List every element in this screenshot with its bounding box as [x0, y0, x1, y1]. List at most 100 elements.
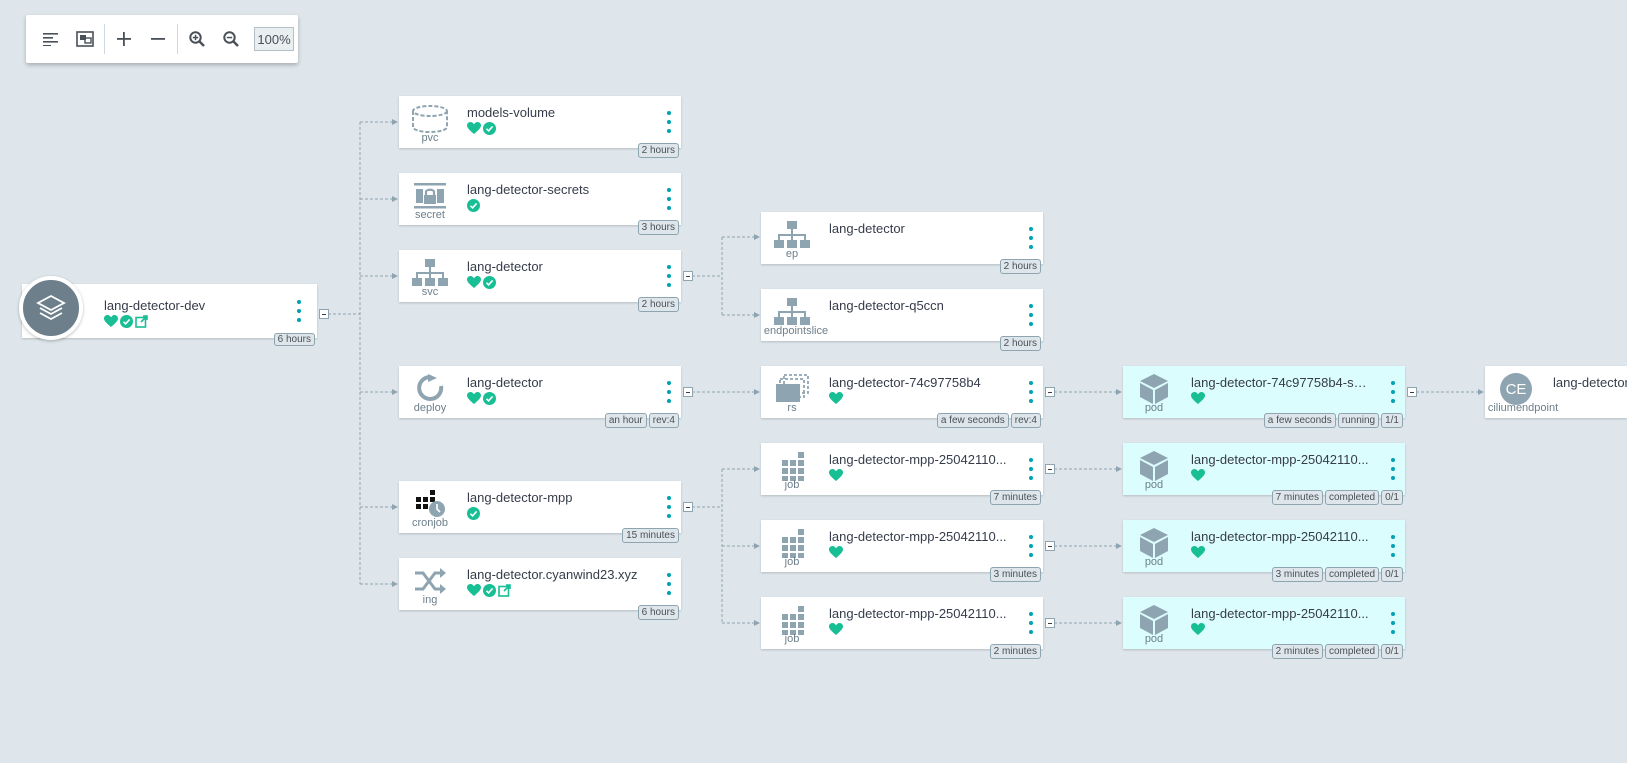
heart-icon [829, 392, 843, 404]
app-menu-button[interactable] [293, 300, 305, 322]
fit-screen-button[interactable] [68, 22, 102, 56]
resource-status [467, 392, 496, 405]
resource-menu-button[interactable] [1387, 381, 1399, 403]
resource-name: lang-detector-mpp-25042110... [829, 452, 1007, 467]
heart-icon [104, 315, 118, 327]
expand-button[interactable] [107, 22, 141, 56]
resource-menu-button[interactable] [663, 188, 675, 210]
resource-node-ep[interactable]: ep lang-detector 2 hours [761, 212, 1043, 274]
job-collapse-toggle[interactable] [1045, 464, 1055, 474]
job-collapse-toggle[interactable] [1045, 541, 1055, 551]
deploy-collapse-toggle[interactable] [683, 387, 693, 397]
resource-node-job[interactable]: job lang-detector-mpp-25042110... 7 minu… [761, 443, 1043, 505]
resource-menu-button[interactable] [1025, 612, 1037, 634]
resource-node-ing[interactable]: ing lang-detector.cyanwind23.xyz 6 hours [399, 558, 681, 620]
application-node[interactable]: lang-detector-dev 6 hours [19, 276, 317, 346]
resource-node-rs[interactable]: rs lang-detector-74c97758b4 a few second… [761, 366, 1043, 428]
resource-menu-button[interactable] [1387, 458, 1399, 480]
secret-icon [407, 179, 453, 213]
app-collapse-toggle[interactable] [319, 309, 329, 319]
resource-kind: pvc [421, 132, 439, 144]
zoom-out-button[interactable] [214, 22, 248, 56]
resource-node-pod[interactable]: pod lang-detector-mpp-25042110... 7 minu… [1123, 443, 1405, 505]
job-collapse-toggle[interactable] [1045, 618, 1055, 628]
resource-menu-button[interactable] [663, 265, 675, 287]
job-icon [769, 449, 815, 483]
resource-node-endpointslice[interactable]: endpointslice lang-detector-q5ccn 2 hour… [761, 289, 1043, 351]
resource-menu-button[interactable] [1025, 381, 1037, 403]
resource-tags: 15 minutes [622, 528, 679, 543]
heart-icon [1191, 469, 1205, 481]
resource-menu-button[interactable] [663, 111, 675, 133]
resource-status [1191, 392, 1205, 405]
pod-icon [1131, 372, 1177, 406]
check-icon [467, 199, 480, 212]
resource-status [1191, 469, 1205, 482]
replicaset-icon [769, 372, 815, 406]
resource-status [1191, 623, 1205, 636]
resource-node-cronjob[interactable]: cronjob lang-detector-mpp 15 minutes [399, 481, 681, 543]
collapse-button[interactable] [141, 22, 175, 56]
zoom-out-icon [223, 31, 239, 47]
app-icon-circle [19, 276, 83, 340]
resource-kind: cronjob [411, 517, 449, 529]
resource-node-pvc[interactable]: pvc models-volume 2 hours [399, 96, 681, 158]
layers-icon [36, 294, 66, 321]
heart-icon [467, 392, 481, 404]
resource-menu-button[interactable] [1387, 535, 1399, 557]
resource-menu-button[interactable] [1387, 612, 1399, 634]
resource-node-pod[interactable]: pod lang-detector-74c97758b4-s9... a few… [1123, 366, 1405, 428]
resource-kind: rs [787, 402, 797, 414]
resource-menu-button[interactable] [1025, 227, 1037, 249]
resource-menu-button[interactable] [663, 381, 675, 403]
resource-kind: ciliumendpoint [1487, 402, 1559, 414]
resource-status [467, 507, 480, 520]
zoom-level-display[interactable]: 100% [254, 27, 294, 51]
external-link-icon[interactable] [498, 584, 511, 597]
resource-name: lang-detector-74c97758b4 [829, 375, 981, 390]
resource-kind: endpointslice [763, 325, 829, 337]
zoom-in-button[interactable] [180, 22, 214, 56]
resource-menu-button[interactable] [1025, 535, 1037, 557]
cronjob-collapse-toggle[interactable] [683, 502, 693, 512]
resource-tags: 2 hours [999, 259, 1041, 274]
svc-collapse-toggle[interactable] [683, 271, 693, 281]
resource-name: lang-detector.cyanwind23.xyz [467, 567, 638, 582]
resource-node-svc[interactable]: svc lang-detector 2 hours [399, 250, 681, 312]
heart-icon [1191, 546, 1205, 558]
resource-tags: 2 hours [637, 297, 679, 312]
resource-node-ciliumendpoint[interactable]: CE ciliumendpoint lang-detector [1485, 366, 1627, 418]
pod-collapse-toggle[interactable] [1407, 387, 1417, 397]
resource-menu-button[interactable] [663, 573, 675, 595]
resource-kind: pod [1144, 556, 1164, 568]
service-icon [407, 256, 453, 290]
resource-kind: ep [785, 248, 799, 260]
resource-name: lang-detector-mpp-25042110... [829, 529, 1007, 544]
resource-status [829, 392, 843, 405]
heart-icon [829, 623, 843, 635]
resource-name: lang-detector-mpp-25042110... [1191, 606, 1369, 621]
zoom-in-icon [189, 31, 205, 47]
fit-screen-icon [76, 31, 94, 47]
ciliumendpoint-badge: CE [1493, 372, 1539, 406]
resource-node-pod[interactable]: pod lang-detector-mpp-25042110... 2 minu… [1123, 597, 1405, 659]
resource-kind: pod [1144, 479, 1164, 491]
list-view-button[interactable] [34, 22, 68, 56]
resource-kind: ing [422, 594, 438, 606]
pod-icon [1131, 526, 1177, 560]
external-link-icon[interactable] [135, 315, 148, 328]
resource-node-job[interactable]: job lang-detector-mpp-25042110... 3 minu… [761, 520, 1043, 582]
resource-menu-button[interactable] [1025, 458, 1037, 480]
resource-node-secret[interactable]: secret lang-detector-secrets 3 hours [399, 173, 681, 235]
resource-node-job[interactable]: job lang-detector-mpp-25042110... 2 minu… [761, 597, 1043, 659]
job-icon [769, 526, 815, 560]
resource-menu-button[interactable] [1025, 304, 1037, 326]
heart-icon [467, 122, 481, 134]
resource-node-pod[interactable]: pod lang-detector-mpp-25042110... 3 minu… [1123, 520, 1405, 582]
rs-collapse-toggle[interactable] [1045, 387, 1055, 397]
resource-menu-button[interactable] [663, 496, 675, 518]
